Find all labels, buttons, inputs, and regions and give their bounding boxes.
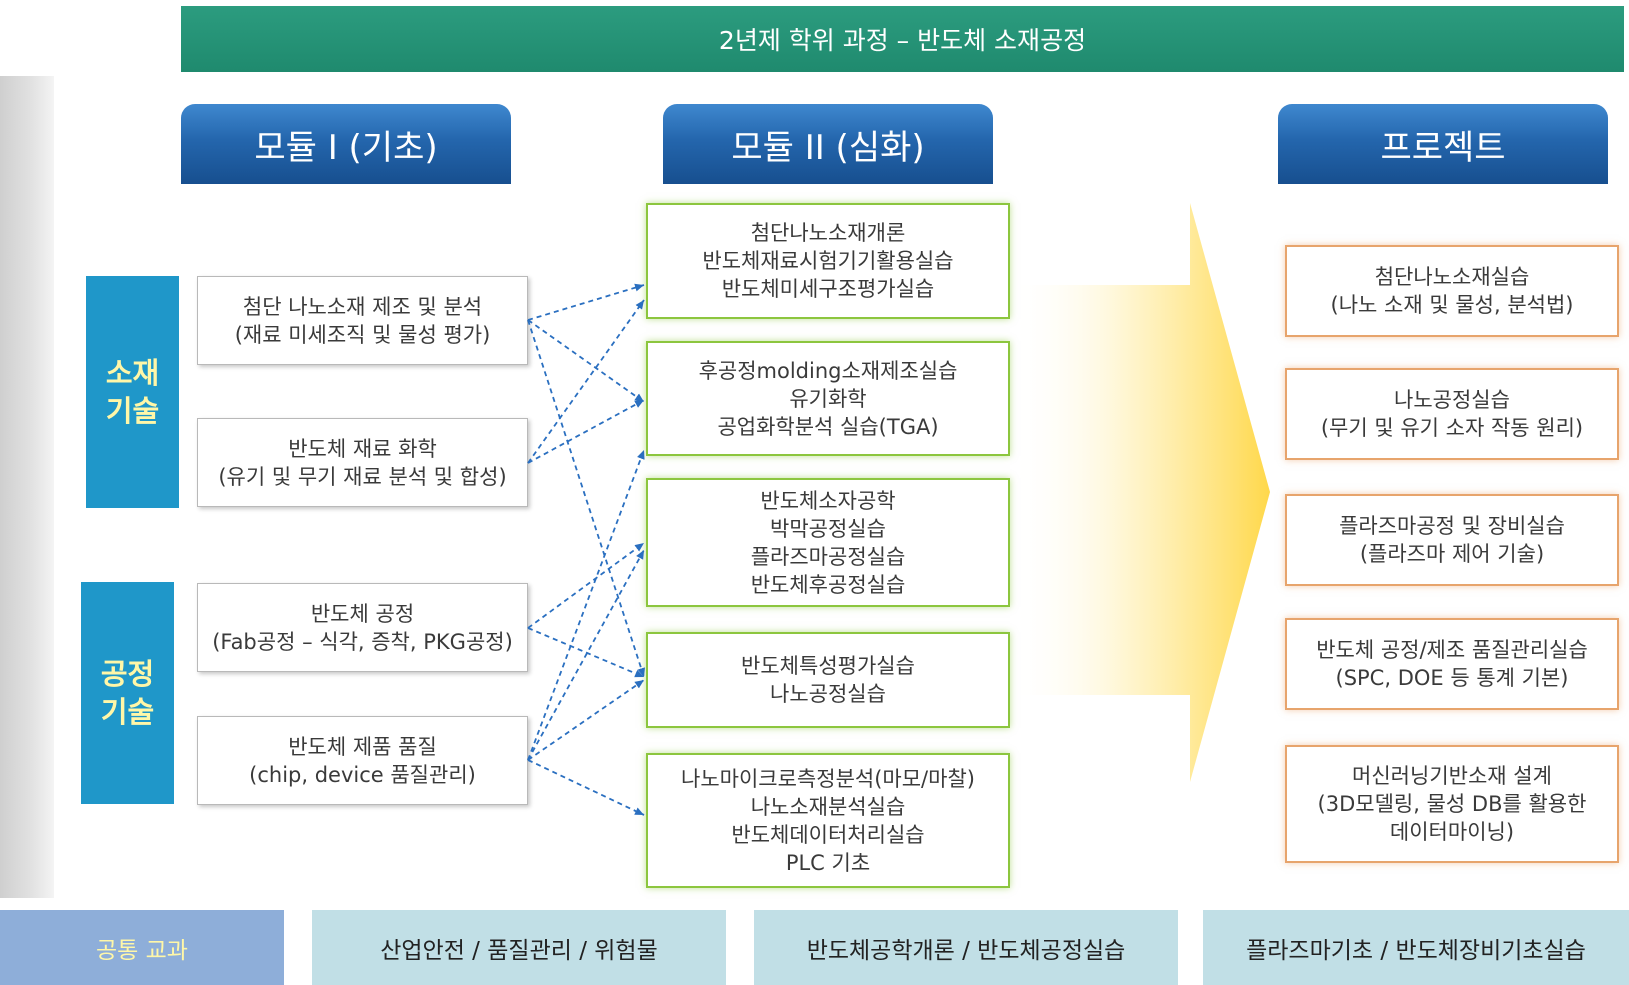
connector-line — [527, 627, 645, 678]
module-advanced-header: 모듈 II (심화) — [663, 104, 993, 184]
advanced-course-text: 반도체특성평가실습 나노공정실습 — [741, 654, 915, 706]
basic-course-box: 첨단 나노소재 제조 및 분석 (재료 미세조직 및 물성 평가) — [197, 276, 528, 365]
advanced-course-text: 첨단나노소재개론 반도체재료시험기기활용실습 반도체미세구조평가실습 — [702, 221, 954, 301]
connector-line — [527, 299, 645, 464]
basic-course-text: 반도체 재료 화학 (유기 및 무기 재료 분석 및 합성) — [218, 436, 507, 489]
connector-line — [527, 549, 645, 761]
category-material-label: 소재 기술 — [86, 276, 179, 508]
module-advanced-title: 모듈 II (심화) — [731, 127, 925, 168]
project-course-box: 플라즈마공정 및 장비실습 (플라즈마 제어 기술) — [1285, 494, 1619, 586]
category-material-text: 소재 기술 — [105, 356, 160, 428]
common-course-group: 플라즈마기초 / 반도체장비기초실습 — [1203, 910, 1629, 985]
project-course-text: 머신러닝기반소재 설계 (3D모델링, 물성 DB를 활용한 데이터마이닝) — [1317, 764, 1587, 844]
project-course-box: 반도체 공정/제조 품질관리실습 (SPC, DOE 등 통계 기본) — [1285, 618, 1619, 710]
project-course-text: 플라즈마공정 및 장비실습 (플라즈마 제어 기술) — [1339, 514, 1565, 566]
connector-line — [527, 283, 645, 321]
advanced-course-box: 후공정molding소재제조실습 유기화학 공업화학분석 실습(TGA) — [646, 341, 1010, 456]
basic-course-text: 반도체 제품 품질 (chip, device 품질관리) — [249, 734, 476, 787]
program-title: 2년제 학위 과정 – 반도체 소재공정 — [718, 26, 1087, 55]
module-project-header: 프로젝트 — [1278, 104, 1608, 184]
connector-line — [527, 399, 645, 464]
connector-line — [527, 319, 645, 403]
connector-line — [527, 679, 645, 761]
common-course-group-text: 반도체공학개론 / 반도체공정실습 — [806, 937, 1126, 964]
project-course-text: 반도체 공정/제조 품질관리실습 (SPC, DOE 등 통계 기본) — [1316, 638, 1588, 690]
common-course-group-text: 산업안전 / 품질관리 / 위험물 — [380, 937, 658, 964]
advanced-course-box: 반도체특성평가실습 나노공정실습 — [646, 632, 1010, 728]
basic-course-text: 반도체 공정 (Fab공정 – 식각, 증착, PKG공정) — [212, 601, 513, 654]
basic-course-text: 첨단 나노소재 제조 및 분석 (재료 미세조직 및 물성 평가) — [234, 294, 491, 347]
module-project-title: 프로젝트 — [1380, 127, 1506, 168]
advanced-course-box: 첨단나노소재개론 반도체재료시험기기활용실습 반도체미세구조평가실습 — [646, 203, 1010, 319]
common-course-group: 반도체공학개론 / 반도체공정실습 — [754, 910, 1178, 985]
advanced-course-box: 나노마이크로측정분석(마모/마찰) 나노소재분석실습 반도체데이터처리실습 PL… — [646, 753, 1010, 888]
category-process-label: 공정 기술 — [81, 582, 174, 804]
project-course-box: 나노공정실습 (무기 및 유기 소자 작동 원리) — [1285, 368, 1619, 460]
basic-course-box: 반도체 재료 화학 (유기 및 무기 재료 분석 및 합성) — [197, 418, 528, 507]
basic-course-box: 반도체 제품 품질 (chip, device 품질관리) — [197, 716, 528, 805]
advanced-course-box: 반도체소자공학 박막공정실습 플라즈마공정실습 반도체후공정실습 — [646, 478, 1010, 607]
common-courses-label: 공통 교과 — [0, 910, 284, 985]
common-course-group: 산업안전 / 품질관리 / 위험물 — [312, 910, 726, 985]
basic-course-box: 반도체 공정 (Fab공정 – 식각, 증착, PKG공정) — [197, 583, 528, 672]
advanced-course-text: 반도체소자공학 박막공정실습 플라즈마공정실습 반도체후공정실습 — [750, 488, 906, 597]
project-course-text: 나노공정실습 (무기 및 유기 소자 작동 원리) — [1320, 388, 1584, 440]
program-title-banner: 2년제 학위 과정 – 반도체 소재공정 — [181, 6, 1624, 72]
module-basic-header: 모듈 I (기초) — [181, 104, 511, 184]
module-basic-title: 모듈 I (기초) — [254, 127, 438, 168]
connector-line — [527, 449, 645, 761]
category-process-text: 공정 기술 — [100, 657, 155, 729]
connector-line — [527, 542, 645, 629]
project-course-box: 머신러닝기반소재 설계 (3D모델링, 물성 DB를 활용한 데이터마이닝) — [1285, 745, 1619, 863]
left-decor-rail — [0, 76, 54, 898]
advanced-course-text: 후공정molding소재제조실습 유기화학 공업화학분석 실습(TGA) — [698, 358, 958, 439]
common-courses-label-text: 공통 교과 — [96, 937, 188, 964]
project-course-text: 첨단나노소재실습 (나노 소재 및 물성, 분석법) — [1330, 265, 1574, 317]
advanced-course-text: 나노마이크로측정분석(마모/마찰) 나노소재분석실습 반도체데이터처리실습 PL… — [681, 766, 975, 875]
common-course-group-text: 플라즈마기초 / 반도체장비기초실습 — [1246, 937, 1586, 964]
project-course-box: 첨단나노소재실습 (나노 소재 및 물성, 분석법) — [1285, 245, 1619, 337]
connector-line — [527, 759, 645, 816]
